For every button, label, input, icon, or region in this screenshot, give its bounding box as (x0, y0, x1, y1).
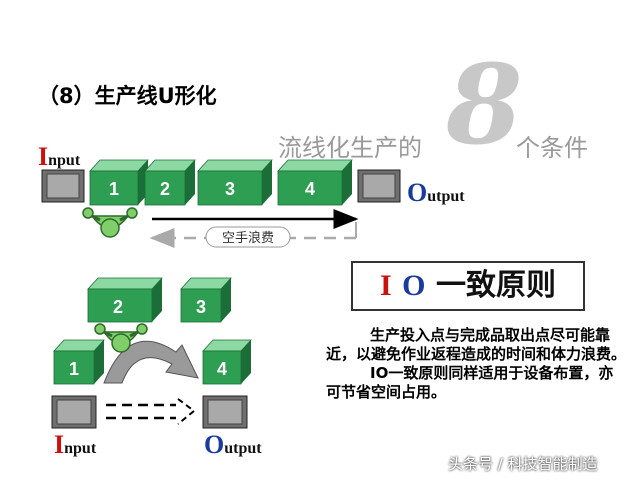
input-rest-bottom: nput (64, 440, 97, 457)
station-box-1-top: 1 (89, 159, 149, 206)
output-cap-bottom: O (204, 430, 225, 459)
output-label-top: Output (407, 178, 465, 208)
station-label-1-top: 1 (109, 179, 119, 199)
input-machine-bottom (51, 395, 97, 429)
output-cap-top: O (407, 178, 428, 207)
source-watermark: 头条号 / 科技智能制造 (448, 455, 598, 473)
output-rest-bottom: utput (224, 440, 262, 457)
station-label-2-bottom: 2 (113, 297, 123, 317)
station-label-1-bottom: 1 (69, 359, 79, 379)
station-label-2-top: 2 (160, 179, 170, 199)
input-cap-bottom: I (54, 430, 65, 459)
input-machine-top (41, 169, 85, 203)
station-box-3-bottom: 3 (180, 277, 232, 323)
station-label-3-bottom: 3 (196, 297, 206, 317)
output-machine-top (357, 169, 401, 203)
station-box-4-top: 4 (277, 159, 353, 206)
input-cap-top: I (38, 142, 49, 171)
operator-icon-top (82, 207, 138, 238)
watermark-right-text: 个条件 (516, 134, 588, 162)
watermark-number: 8 (446, 40, 523, 169)
output-label-bottom: Output (204, 430, 262, 460)
input-label-top: Input (38, 142, 80, 172)
station-box-3-top: 3 (197, 159, 273, 206)
principle-text: 一致原则 (435, 268, 556, 303)
input-rest-top: nput (48, 152, 81, 169)
station-label-4-bottom: 4 (217, 359, 227, 379)
output-rest-top: utput (427, 188, 465, 205)
input-label-bottom: Input (54, 430, 96, 460)
idle-label: 空手浪费 (222, 231, 274, 246)
principle-i: I (380, 269, 392, 302)
description-paragraph-1: 生产投入点与完成品取出点尽可能靠近，以避免作业返程造成的时间和体力浪费。 (326, 326, 627, 363)
station-box-4-bottom: 4 (202, 339, 252, 385)
station-box-2-top: 2 (144, 159, 196, 206)
output-machine-bottom (202, 395, 248, 429)
io-principle-box: I O 一致原则 (351, 261, 585, 311)
station-box-1-bottom: 1 (53, 339, 105, 385)
station-label-4-top: 4 (305, 179, 315, 199)
short-return-arrow (106, 398, 196, 425)
description-paragraph-2: IO一致原则同样适用于设备布置，亦可节省空间占用。 (326, 364, 614, 401)
station-box-2-bottom: 2 (87, 277, 163, 323)
idle-label-pill (205, 226, 291, 248)
watermark-left-text: 流线化生产的 (278, 134, 422, 162)
station-label-3-top: 3 (225, 179, 235, 199)
section-title: （8）生产线U形化 (38, 84, 217, 108)
principle-o: O (402, 269, 426, 302)
operator-icon-bottom (94, 323, 148, 353)
description: 生产投入点与完成品取出点尽可能靠近，以避免作业返程造成的时间和体力浪费。 IO一… (326, 326, 626, 402)
